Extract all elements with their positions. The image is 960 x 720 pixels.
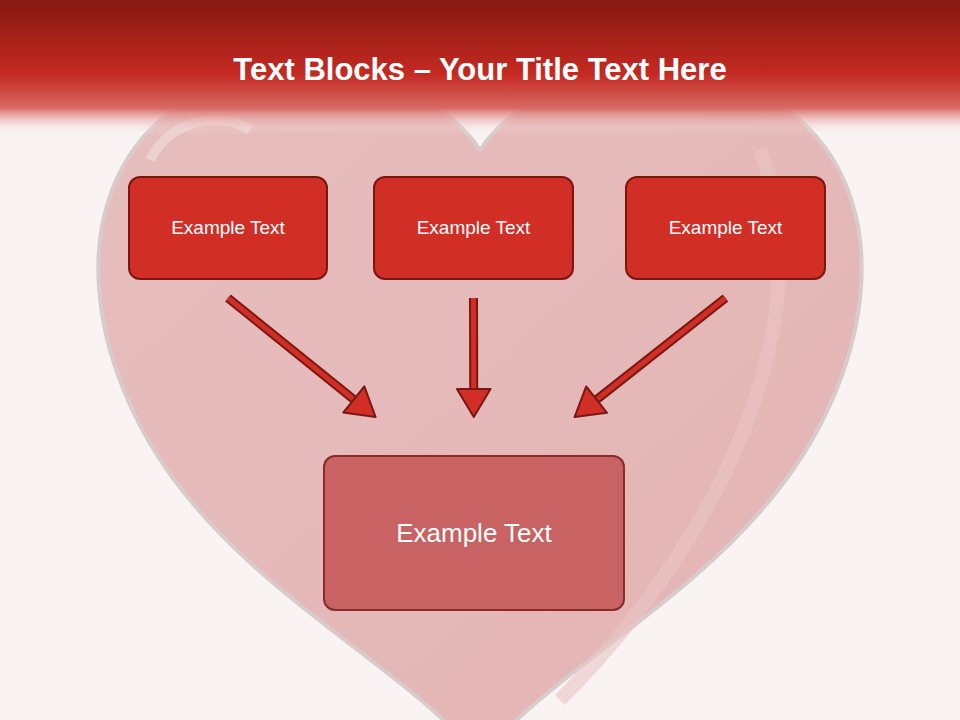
flow-arrow	[575, 298, 726, 417]
flow-arrow	[228, 298, 376, 417]
arrow-shaft	[471, 298, 476, 392]
arrow-shaft	[228, 298, 356, 401]
heart-shape	[98, 70, 861, 720]
text-block: Example Text	[373, 176, 574, 280]
arrow-shaft	[594, 298, 725, 401]
arrow-head	[343, 386, 375, 417]
text-block: Example Text	[625, 176, 826, 280]
slide-title: Text Blocks – Your Title Text Here	[0, 52, 960, 88]
arrow-head	[575, 386, 607, 417]
arrow-shaft	[594, 298, 725, 401]
header-band	[0, 0, 960, 135]
text-block: Example Text	[128, 176, 328, 280]
arrow-head	[457, 389, 491, 417]
block-text: Example Text	[171, 217, 285, 239]
block-text: Example Text	[417, 217, 531, 239]
block-text: Example Text	[396, 518, 552, 549]
text-block: Example Text	[323, 455, 625, 611]
flow-arrow	[457, 298, 491, 417]
arrow-shaft	[228, 298, 356, 401]
block-text: Example Text	[669, 217, 783, 239]
arrow-shaft	[469, 298, 478, 392]
